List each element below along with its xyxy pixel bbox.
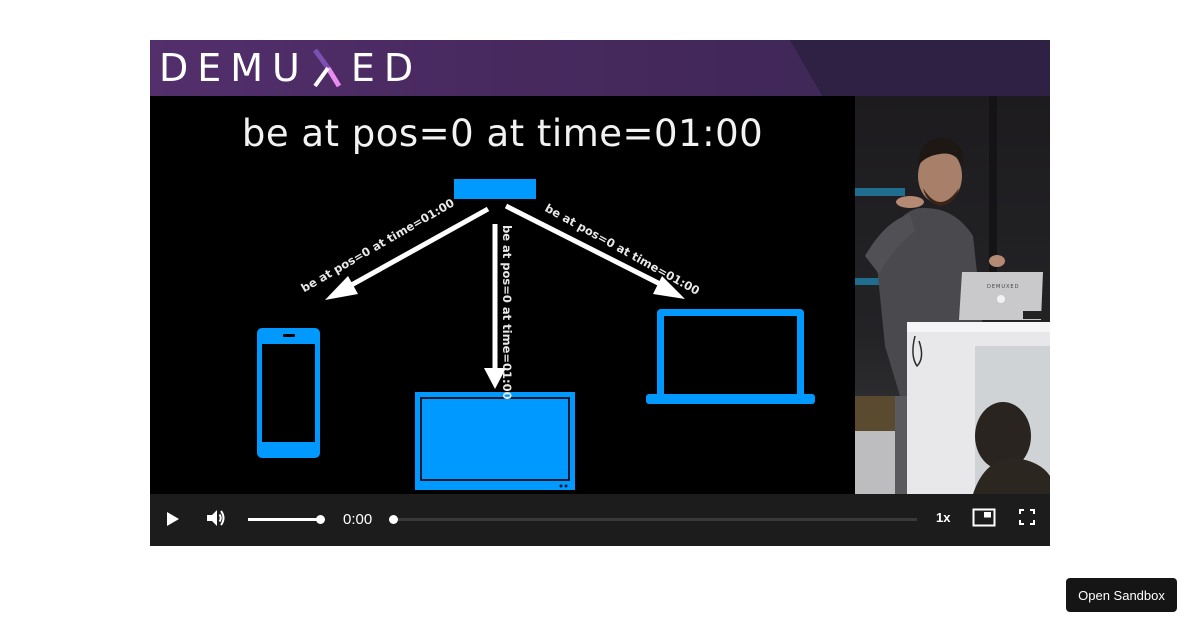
demuxed-logo: DEMU ED: [159, 48, 422, 88]
volume-slider[interactable]: [248, 515, 325, 525]
speaker-scene: DEMUXED: [855, 96, 1050, 494]
sync-diagram: [257, 179, 815, 490]
current-time: 0:00: [343, 511, 373, 528]
open-sandbox-button[interactable]: Open Sandbox: [1066, 578, 1177, 612]
presentation-slide: be at pos=0 at time=01:00: [150, 96, 855, 494]
progress-bar[interactable]: [389, 515, 917, 525]
volume-icon[interactable]: [205, 507, 227, 529]
logo-text-left: DEMU: [159, 46, 309, 90]
progress-thumb[interactable]: [389, 515, 398, 524]
slide-title: be at pos=0 at time=01:00: [241, 112, 764, 155]
playback-rate-button[interactable]: 1x: [936, 510, 951, 525]
arrow-label-center: be at pos=0 at time=01:00: [500, 225, 514, 400]
logo-x-mark: [312, 48, 342, 88]
server-icon: [454, 179, 536, 199]
video-player[interactable]: DEMU ED be at pos=0 at time=01:00: [150, 40, 1050, 546]
volume-thumb[interactable]: [316, 515, 325, 524]
logo-text-right: ED: [350, 46, 423, 90]
fullscreen-icon[interactable]: [1019, 509, 1035, 525]
tv-icon: [415, 392, 575, 490]
play-icon[interactable]: [166, 511, 180, 527]
demuxed-banner: DEMU ED: [150, 40, 1050, 96]
volume-track: [248, 518, 321, 521]
player-controls: 0:00 1x: [150, 494, 1050, 546]
banner-shade: [790, 40, 1050, 96]
video-frame[interactable]: DEMU ED be at pos=0 at time=01:00: [150, 40, 1050, 494]
phone-icon: [257, 328, 320, 458]
speaker-camera: DEMUXED: [855, 96, 1050, 494]
laptop-icon: [646, 309, 815, 404]
progress-track: [389, 518, 917, 521]
banner-gradient: [150, 40, 850, 96]
svg-text:DEMUXED: DEMUXED: [987, 284, 1019, 290]
picture-in-picture-icon[interactable]: [972, 508, 996, 528]
